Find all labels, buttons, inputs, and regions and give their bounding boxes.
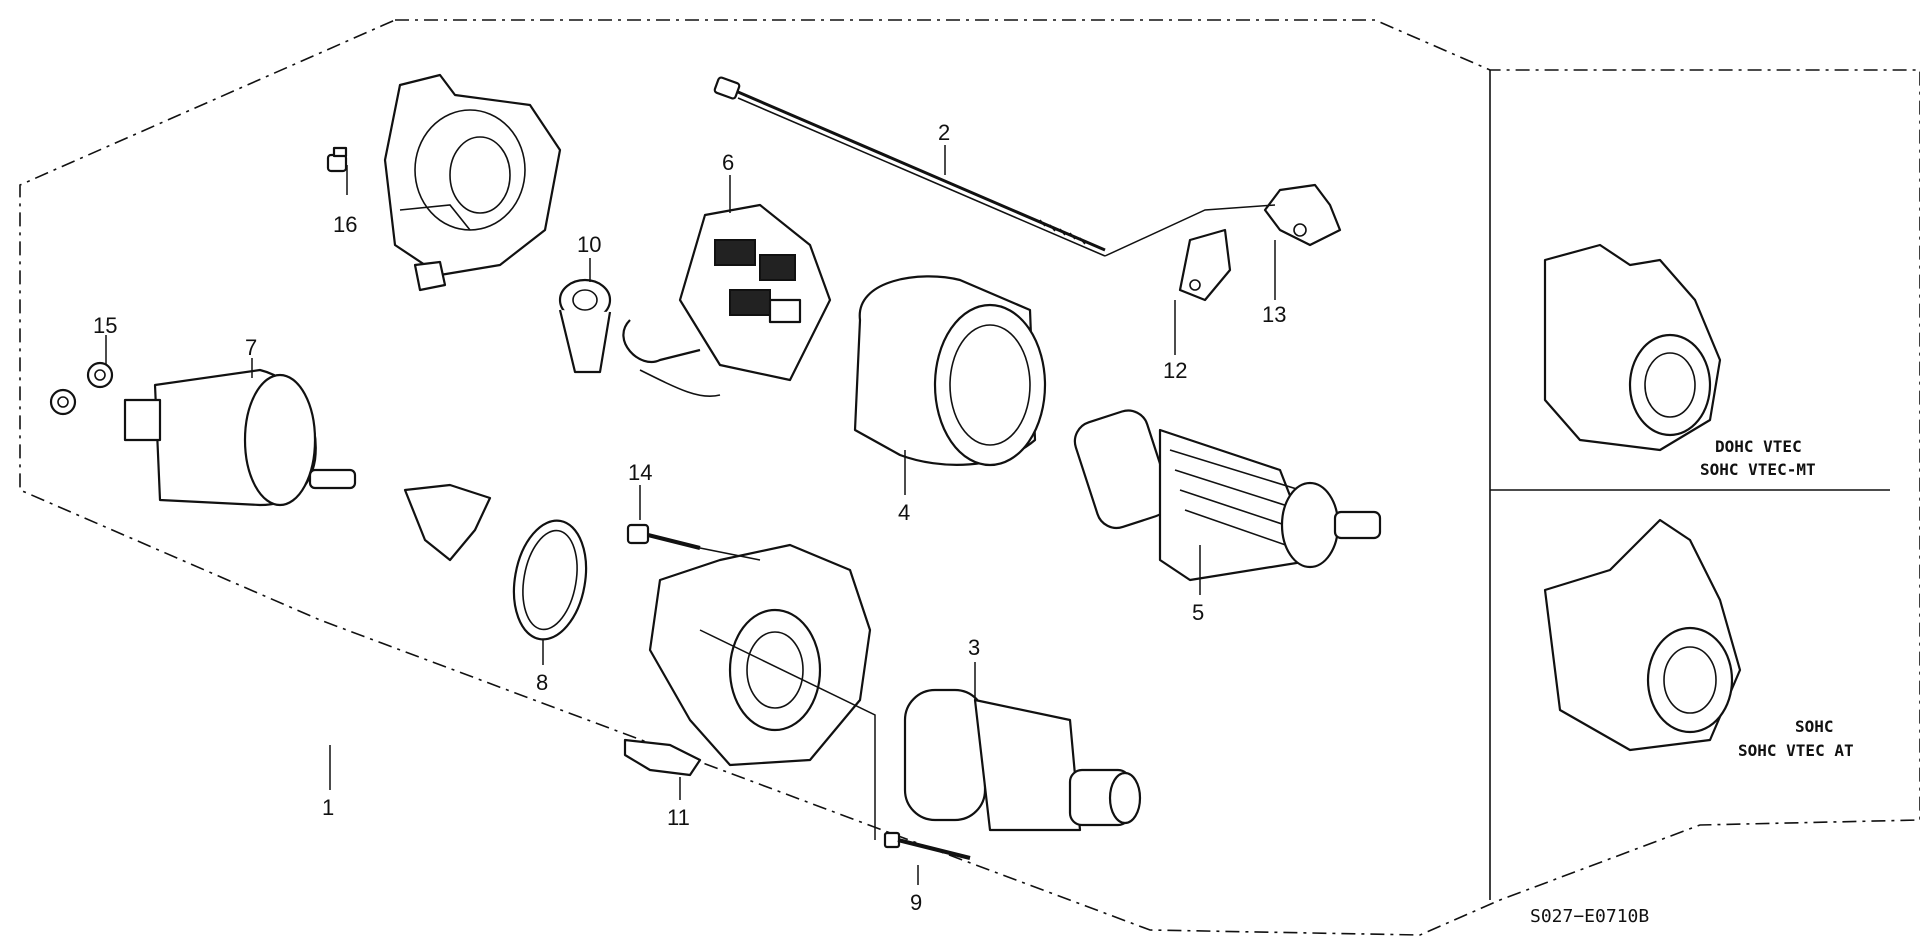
part-4-yoke [853, 275, 1047, 467]
variant-lower-line1: SOHC [1795, 717, 1834, 736]
part-14-bolt [626, 523, 701, 550]
variant-lower-line2: SOHC VTEC AT [1738, 741, 1854, 760]
callout-11: 11 [667, 805, 690, 830]
gear-housing [648, 543, 872, 767]
plunger-lever [403, 483, 492, 562]
callout-12: 12 [1163, 358, 1187, 383]
callout-8: 8 [536, 670, 548, 695]
part-7-solenoid [123, 368, 357, 507]
part-5-armature [1073, 409, 1382, 582]
callout-15: 15 [93, 313, 117, 338]
part-3-clutch [903, 688, 1142, 832]
callout-10: 10 [577, 232, 601, 257]
callout-2: 2 [938, 120, 950, 145]
variant-housing-sohc [1543, 518, 1742, 752]
part-8-o-ring [512, 519, 588, 641]
part-16-screw [326, 146, 348, 173]
callout-7: 7 [245, 335, 257, 360]
part-12-bracket [1178, 228, 1232, 302]
variant-upper-line2: SOHC VTEC-MT [1700, 460, 1816, 479]
part-10-brush [558, 278, 612, 374]
callout-5: 5 [1192, 600, 1204, 625]
part-6-brush-holder [622, 203, 832, 398]
part-9-bolt [883, 831, 971, 860]
variant-upper-line1: DOHC VTEC [1715, 437, 1802, 456]
diagram-code: S027−E0710B [1530, 906, 1649, 927]
part-2-through-bolt [713, 76, 1106, 257]
callout-16: 16 [333, 212, 357, 237]
callout-9: 9 [910, 890, 922, 915]
callout-14: 14 [628, 460, 652, 485]
callout-6: 6 [722, 150, 734, 175]
cover-clip [413, 260, 447, 292]
part-11-grommet [623, 738, 702, 777]
variant-housing-dohc [1543, 243, 1722, 452]
callout-13: 13 [1262, 302, 1286, 327]
part-15-nuts [49, 361, 114, 416]
part-13-bracket [1263, 183, 1342, 247]
callout-3: 3 [968, 635, 980, 660]
rear-end-cover [383, 73, 562, 277]
callout-1: 1 [322, 795, 334, 820]
callout-4: 4 [898, 500, 910, 525]
